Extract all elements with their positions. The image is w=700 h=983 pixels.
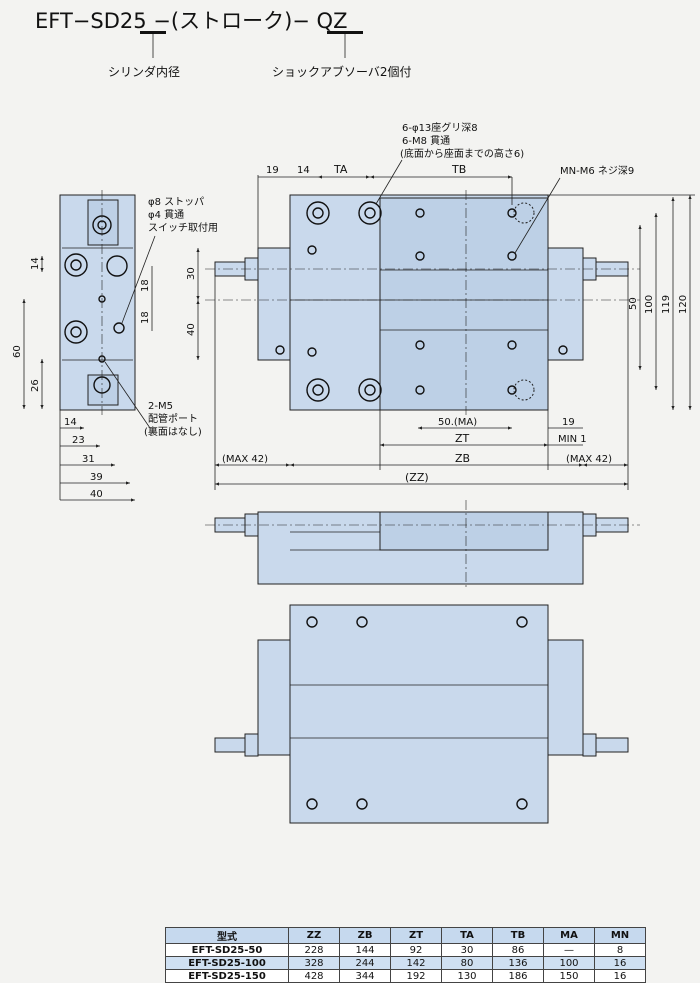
dimension-label: (裏面はなし) [144, 425, 202, 438]
value-cell: 30 [441, 943, 493, 957]
value-cell: 92 [390, 943, 442, 957]
dimension-label: 40 [90, 489, 103, 500]
column-header: ZB [339, 927, 391, 944]
value-cell: 150 [543, 969, 595, 983]
dimension-label: ZT [455, 432, 470, 445]
dimension-label: (MAX 42) [222, 454, 268, 465]
value-cell: 144 [339, 943, 391, 957]
dimension-label: (ZZ) [405, 471, 429, 484]
model-cell: EFT-SD25-150 [165, 969, 289, 983]
side-view: φ8 ストッパ φ4 貫通 スイッチ取付用 2-M5 配管ポート (裏面はなし)… [12, 190, 218, 502]
value-cell: 428 [288, 969, 340, 983]
tapped-holes [275, 202, 568, 401]
dimension-label: φ4 貫通 [148, 209, 184, 221]
dimension-label: 18 [140, 279, 151, 292]
dimension-label: TA [333, 163, 348, 176]
value-cell: 186 [492, 969, 544, 983]
dimension-label: 14 [30, 257, 41, 270]
dimension-label: 配管ポート [148, 412, 198, 425]
dimension-label: TB [451, 163, 466, 176]
value-cell: 192 [390, 969, 442, 983]
option-underline [327, 31, 363, 34]
dimension-label: 30 [186, 267, 197, 280]
model-code-text: EFT−SD25 −(ストローク)− QZ [35, 9, 347, 33]
dimension-label: 50.(MA) [438, 417, 477, 428]
dimension-label: 119 [661, 295, 672, 314]
dimension-label: (底面から座面までの高さ6) [400, 147, 524, 160]
dimension-label: スイッチ取付用 [148, 221, 218, 234]
value-cell: 100 [543, 956, 595, 970]
dimension-label: 2-M5 [148, 401, 173, 412]
dimension-label: 19 [266, 165, 279, 176]
dimension-label: MIN 1 [558, 434, 587, 445]
dimension-label: 40 [186, 323, 197, 336]
bottom-view [214, 604, 629, 824]
dimension-label: 120 [678, 295, 689, 314]
dimension-label: 26 [30, 379, 41, 392]
value-cell: — [543, 943, 595, 957]
dimension-label: 39 [90, 472, 103, 483]
dimension-label: 18 [140, 311, 151, 324]
value-cell: 344 [339, 969, 391, 983]
bore-underline [140, 31, 166, 34]
dimension-label: 14 [297, 165, 310, 176]
value-cell: 328 [288, 956, 340, 970]
column-header: TA [441, 927, 493, 944]
dimension-label: 6-M8 貫通 [402, 135, 450, 147]
column-header: MN [594, 927, 646, 944]
column-header: 型式 [165, 927, 289, 944]
dimension-label: φ8 ストッパ [148, 196, 204, 208]
dimension-label: 19 [562, 417, 575, 428]
dimension-label: 31 [82, 454, 95, 465]
column-header: TB [492, 927, 544, 944]
value-cell: 16 [594, 956, 646, 970]
value-cell: 136 [492, 956, 544, 970]
model-cell: EFT-SD25-100 [165, 956, 289, 970]
column-header: MA [543, 927, 595, 944]
front-view [205, 500, 640, 590]
dimension-label: (MAX 42) [566, 454, 612, 465]
model-code: EFT−SD25 −(ストローク)− QZ シリンダ内径 ショックアブソーバ2個… [35, 9, 412, 79]
column-header: ZT [390, 927, 442, 944]
dimension-label: 100 [644, 295, 655, 314]
top-view: 6-φ13座グリ深8 6-M8 貫通 (底面から座面までの高さ6) MN-M6 … [186, 121, 695, 490]
model-cell: EFT-SD25-50 [165, 943, 289, 957]
bore-note: シリンダ内径 [108, 64, 180, 79]
value-cell: 142 [390, 956, 442, 970]
value-cell: 86 [492, 943, 544, 957]
stopper-hole [113, 322, 125, 334]
option-note: ショックアブソーバ2個付 [272, 64, 412, 79]
dimension-label: 6-φ13座グリ深8 [402, 121, 478, 134]
value-cell: 80 [441, 956, 493, 970]
counterbore-holes [306, 201, 382, 402]
dimension-label: MN-M6 ネジ深9 [560, 165, 634, 177]
dimension-label: 50 [628, 297, 639, 310]
value-cell: 130 [441, 969, 493, 983]
dimension-label: 60 [12, 345, 23, 358]
dimension-label: 14 [64, 417, 77, 428]
dimension-label: 23 [72, 435, 85, 446]
value-cell: 228 [288, 943, 340, 957]
dimension-label: ZB [455, 452, 470, 465]
value-cell: 16 [594, 969, 646, 983]
column-header: ZZ [288, 927, 340, 944]
value-cell: 8 [594, 943, 646, 957]
value-cell: 244 [339, 956, 391, 970]
